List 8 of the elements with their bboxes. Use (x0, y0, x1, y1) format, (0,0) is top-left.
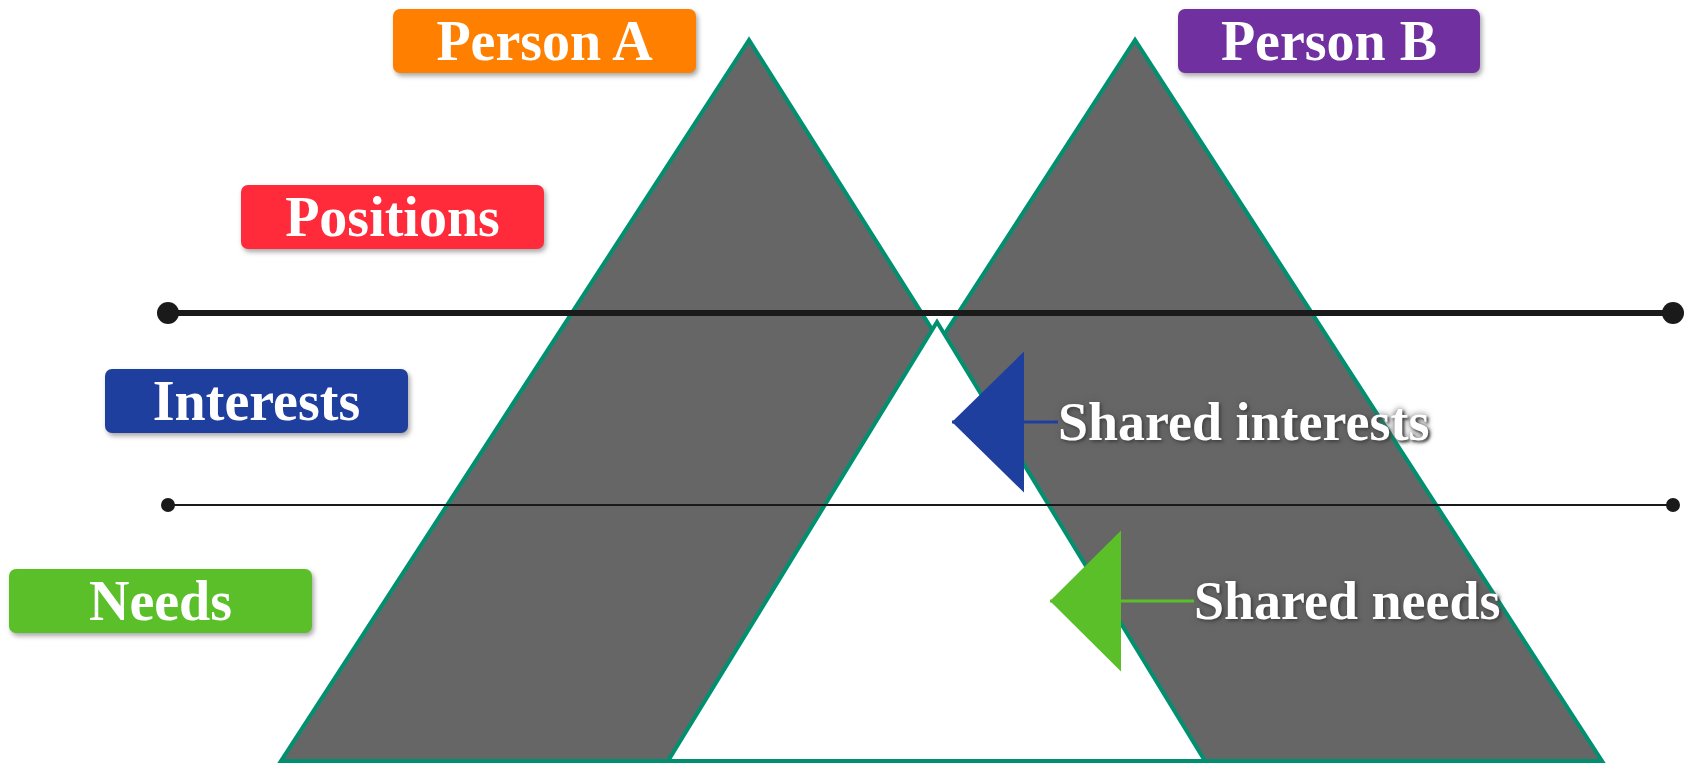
arrow (952, 351, 1058, 493)
person-label: Person B (1178, 9, 1480, 73)
callout-text: Shared needs (1194, 570, 1501, 632)
arrow (1050, 530, 1194, 672)
level-label: Needs (9, 569, 312, 633)
level-label: Positions (241, 185, 544, 249)
level-label: Interests (105, 369, 408, 433)
person-label: Person A (393, 9, 696, 73)
